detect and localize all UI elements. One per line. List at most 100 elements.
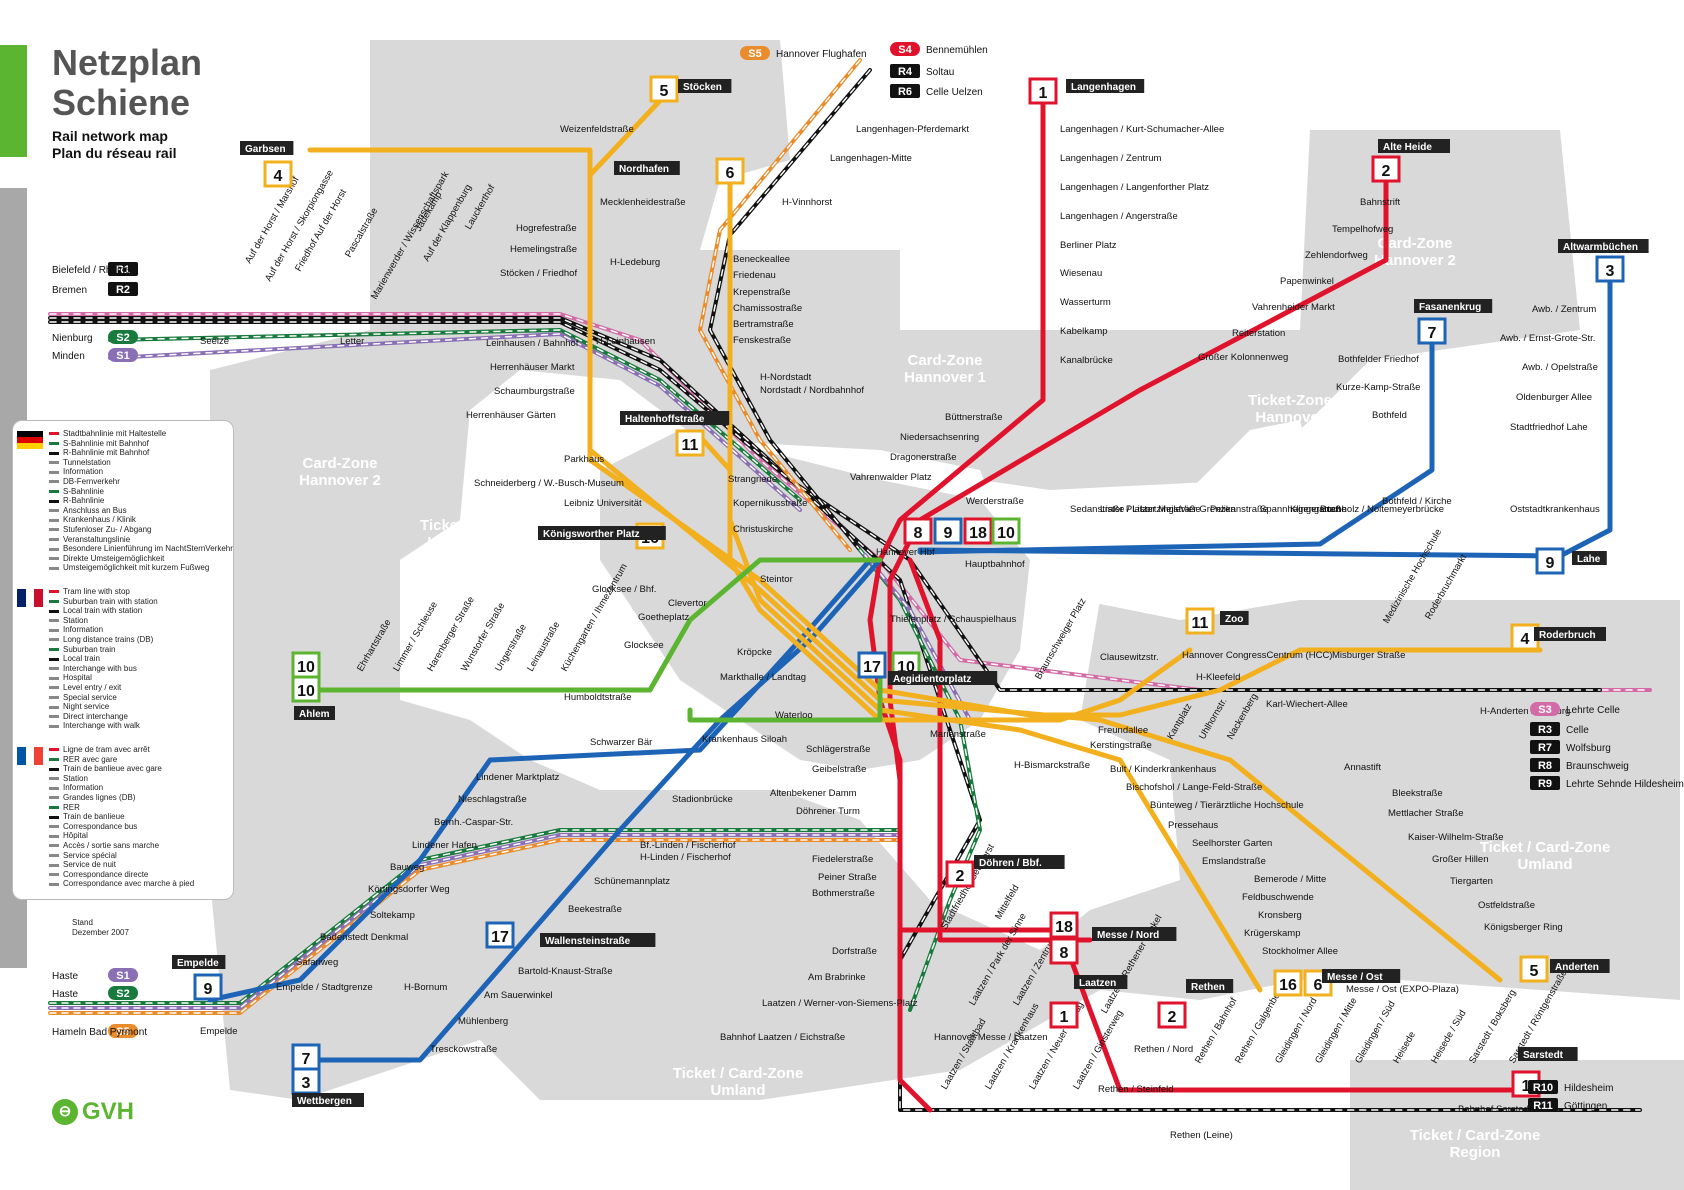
gvh-logo-text: GVH xyxy=(82,1098,135,1125)
station-label: Oldenburger Allee xyxy=(1516,392,1592,403)
terminus-plate xyxy=(1186,979,1234,993)
rail-terminus-name: Haste xyxy=(52,971,79,982)
legend-symbol xyxy=(49,528,59,532)
legend-entry: Direct interchange xyxy=(49,712,128,721)
legend-symbol xyxy=(49,825,59,829)
station-label: Messe / Ost (EXPO-Plaza) xyxy=(1346,984,1459,995)
rail-line-code: S1 xyxy=(116,970,129,982)
legend-symbol xyxy=(49,748,59,752)
terminus-plate xyxy=(974,855,1065,869)
station-label: Lindener Marktplatz xyxy=(476,772,560,783)
line-badge-number: 2 xyxy=(956,868,965,885)
terminus-name: Stöcken xyxy=(683,82,722,93)
legend-label: S-Bahnlinie xyxy=(63,486,104,496)
legend-symbol xyxy=(49,705,59,709)
legend-symbol xyxy=(49,590,59,594)
station-label: Stöcken / Friedhof xyxy=(500,268,577,279)
legend-entry: Information xyxy=(49,783,103,792)
line-badge-box xyxy=(193,973,223,1001)
station-label: Am Sauerwinkel xyxy=(484,990,553,1001)
line-7 xyxy=(917,327,1435,555)
legend-entry: Long distance trains (DB) xyxy=(49,635,153,644)
line-badge-number: 4 xyxy=(274,168,283,185)
rail-line-pill xyxy=(108,1024,138,1038)
legend-label: Information xyxy=(63,467,104,477)
rail-line-dash xyxy=(109,333,801,511)
station-label: Herrenhäuser Markt xyxy=(490,362,575,373)
legend-symbol xyxy=(49,834,59,838)
rail-line-pill xyxy=(890,64,920,78)
line-badge-number: 9 xyxy=(204,981,213,998)
rail-terminus-name: Göttingen xyxy=(1564,1101,1607,1112)
line-badge-number: 5 xyxy=(660,83,669,100)
terminus-name: Nordhafen xyxy=(619,164,669,175)
legend-label: Suburban train with station xyxy=(63,596,158,606)
station-label: Langenhagen / Kurt-Schumacher-Allee xyxy=(1060,124,1224,135)
rail-terminus-name: Hannover Flughafen xyxy=(776,49,867,60)
station-label: Bleekstraße xyxy=(1392,788,1443,799)
station-label: Kröpcke xyxy=(737,647,772,658)
station-label: Thielenplatz / Schauspielhaus xyxy=(890,614,1016,625)
line-badge-box xyxy=(1273,969,1303,997)
legend-entry: Local train with station xyxy=(49,606,142,615)
rail-line-dash xyxy=(49,313,1651,691)
legend-symbol xyxy=(49,796,59,800)
rail-terminus-name: Hildesheim xyxy=(1564,1083,1613,1094)
station-label: Bothfeld / Kirche xyxy=(1382,496,1452,507)
legend-symbol xyxy=(49,676,59,680)
line-badge-box xyxy=(1417,317,1447,345)
rail-line-dash xyxy=(49,834,901,1009)
line-badge-box xyxy=(1049,937,1079,965)
legend-symbol xyxy=(49,657,59,661)
legend-symbol xyxy=(49,882,59,886)
zone-label-sub: Umland xyxy=(710,1082,765,1099)
terminus-name: Alte Heide xyxy=(1383,142,1432,153)
station-label: Rethen / Steinfeld xyxy=(1098,1084,1174,1095)
terminus-plate xyxy=(1550,959,1610,973)
station-label: Stadtfriedhof Lahe xyxy=(1510,422,1588,433)
line-badge-box xyxy=(991,517,1021,545)
line-badge-box xyxy=(1049,911,1079,939)
zone-label: Card-Zone xyxy=(908,352,983,369)
rail-line-code: S5 xyxy=(748,48,761,60)
line-badge-number: 3 xyxy=(1606,263,1615,280)
rail-terminus-name: Soltau xyxy=(926,67,954,78)
zone-label-sub: Hannover xyxy=(427,534,496,551)
legend-label: Grandes lignes (DB) xyxy=(63,793,136,802)
legend-label: Stufenloser Zu- / Abgang xyxy=(63,525,152,534)
line-badge-number: 8 xyxy=(914,525,923,542)
legend-symbol xyxy=(49,461,59,465)
station-label: H-Bismarckstraße xyxy=(1014,760,1090,771)
station-label: H-Bornum xyxy=(404,982,447,993)
line-11 xyxy=(700,437,1193,723)
line-badge-number: 17 xyxy=(863,659,881,676)
station-label: Spannhagengarten xyxy=(1260,504,1341,515)
station-label: H-Linden / Fischerhof xyxy=(640,852,731,863)
legend-symbol xyxy=(49,686,59,690)
legend-symbol xyxy=(49,432,59,436)
legend-symbol xyxy=(49,609,59,613)
line-badge-number: 18 xyxy=(969,525,987,542)
legend-entry: Suburban train xyxy=(49,645,115,654)
legend-label: Long distance trains (DB) xyxy=(63,635,154,644)
terminus-name: Anderten xyxy=(1555,962,1599,973)
station-label: Clevertor xyxy=(668,598,707,609)
line-badge-number: 2 xyxy=(1168,1009,1177,1026)
line-badge-box xyxy=(945,860,975,888)
station-label: Tempelhofweg xyxy=(1332,224,1393,235)
station-label: Empelde / Stadtgrenze xyxy=(276,982,373,993)
station-label: Am Brabrinke xyxy=(808,972,866,983)
terminus-plate xyxy=(540,933,656,947)
station-label: Bahnstrift xyxy=(1360,197,1400,208)
station-label: Langenhagen-Mitte xyxy=(830,153,912,164)
terminus-name: Altwarmbüchen xyxy=(1563,242,1638,253)
line-badge-number: 8 xyxy=(1060,945,1069,962)
legend-label: Station xyxy=(63,773,88,783)
terminus-name: Empelde xyxy=(177,958,219,969)
station-label: Laatzen / Werner-von-Siemens-Platz xyxy=(762,998,918,1009)
rail-line-pill xyxy=(108,348,138,362)
legend-label: Special service xyxy=(63,692,117,702)
station-label: Feldbuschwende xyxy=(1242,892,1314,903)
terminus-plate xyxy=(620,411,730,425)
